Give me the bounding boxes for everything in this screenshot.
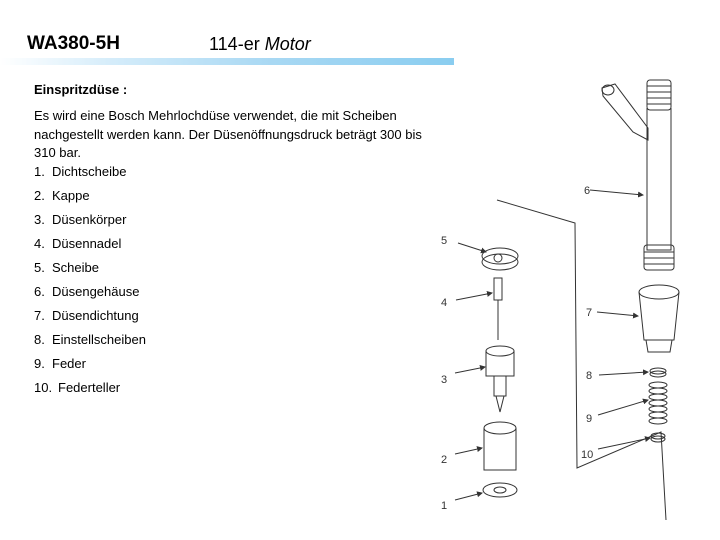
list-item: 7. Düsendichtung [34, 308, 146, 332]
header-rule [0, 58, 454, 65]
item-label: Düsennadel [52, 236, 122, 251]
sealing-washer-part [482, 482, 518, 498]
list-item: 3. Düsenkörper [34, 212, 146, 236]
callout-4: 4 [441, 297, 447, 309]
list-item: 5. Scheibe [34, 260, 146, 284]
callout-2: 2 [441, 454, 447, 466]
nozzle-seal-part [638, 284, 680, 353]
item-label: Federteller [58, 380, 121, 395]
assembly-line-left [496, 199, 667, 521]
list-item: 1. Dichtscheibe [34, 164, 146, 188]
engine-prefix: 114-er [209, 34, 265, 54]
item-label: Scheibe [52, 260, 99, 275]
item-number: 5. [34, 260, 45, 275]
engine-word: Motor [264, 34, 311, 54]
washer-part [481, 247, 519, 271]
item-label: Feder [52, 356, 86, 371]
item-label: Düsenkörper [52, 212, 127, 227]
item-label: Kappe [52, 188, 90, 203]
list-item: 8. Einstellscheiben [34, 332, 146, 356]
list-item: 2. Kappe [34, 188, 146, 212]
page-title: WA380-5H [27, 33, 120, 54]
item-label: Einstellscheiben [52, 332, 146, 347]
callout-9: 9 [586, 413, 592, 425]
intro-paragraph: Es wird eine Bosch Mehrlochdüse verwende… [34, 108, 422, 160]
item-label: Düsengehäuse [52, 284, 140, 299]
item-number: 10. [34, 380, 53, 395]
item-number: 6. [34, 284, 45, 299]
engine-subtitle: 114-er Motor [209, 34, 311, 55]
callout-1: 1 [441, 500, 447, 512]
list-item: 6. Düsengehäuse [34, 284, 146, 308]
item-number: 1. [34, 164, 45, 179]
callout-7: 7 [586, 307, 592, 319]
shim-part [649, 367, 667, 375]
item-number: 7. [34, 308, 45, 323]
list-item: 4. Düsennadel [34, 236, 146, 260]
callout-6: 6 [584, 185, 590, 197]
item-number: 8. [34, 332, 45, 347]
callout-3: 3 [441, 374, 447, 386]
item-number: 4. [34, 236, 45, 251]
list-item: 9. Feder [34, 356, 146, 380]
item-label: Düsendichtung [52, 308, 139, 323]
spring-part [648, 381, 668, 425]
callout-5: 5 [441, 235, 447, 247]
nozzle-body-part [485, 345, 515, 413]
nozzle-needle-part [493, 277, 503, 340]
nozzle-holder-part [601, 79, 675, 271]
callout-8: 8 [586, 370, 592, 382]
parts-list: 1. Dichtscheibe 2. Kappe 3. Düsenkörper 4. D… [34, 164, 146, 404]
item-number: 9. [34, 356, 45, 371]
cap-part [483, 421, 517, 471]
item-number: 2. [34, 188, 45, 203]
spring-seat-part [650, 432, 666, 440]
item-label: Dichtscheibe [52, 164, 127, 179]
section-heading: Einspritzdüse : [34, 82, 128, 97]
list-item: 10. Federteller [34, 380, 146, 404]
callout-10: 10 [581, 449, 593, 461]
item-number: 3. [34, 212, 45, 227]
injector-exploded-diagram: 1 2 3 4 5 6 7 8 9 10 [441, 79, 680, 521]
